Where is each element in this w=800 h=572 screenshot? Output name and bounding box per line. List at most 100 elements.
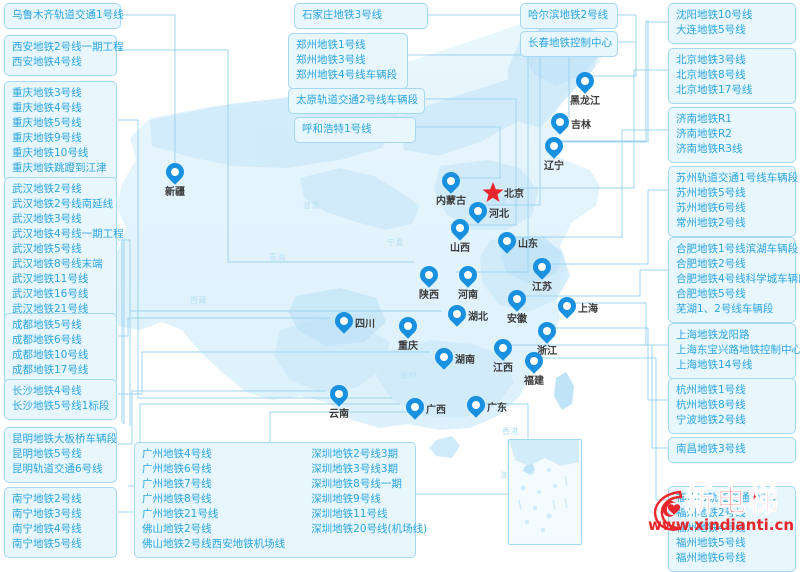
map-marker-label: 江西 [493,363,513,374]
info-box-xian[interactable]: 西安地铁2号线一期工程西安地铁4号线 [4,35,124,76]
province-label: 香港 [502,427,519,436]
map-marker-label: 新疆 [165,187,185,198]
info-box-line: 合肥地铁4号线科学城车辆段 [676,273,800,285]
info-box-harbin[interactable]: 哈尔滨地铁2号线 [520,3,618,29]
info-box-line: 长沙地铁4号线 [12,385,82,397]
map-marker-14[interactable]: 浙江 [534,318,560,357]
map-marker-label: 河南 [458,290,478,301]
info-box-hangzhou[interactable]: 杭州地铁1号线杭州地铁8号线宁波地铁2号线 [668,378,796,434]
map-marker-7[interactable]: 山东 [494,228,538,256]
info-box-line: 深圳地铁9号线 [311,493,381,505]
info-box-line: 西安地铁2号线一期工程 [12,41,124,53]
info-box-zhengzhou[interactable]: 郑州地铁1号线郑州地铁3号线郑州地铁4号线车辆段 [288,33,408,89]
info-box-hefei[interactable]: 合肥地铁1号线滨湖车辆段合肥地铁2号线合肥地铁4号线科学城车辆段合肥地铁5号线芜… [668,237,800,323]
info-box-shanghai[interactable]: 上海地铁龙阳路上海东宝兴路地铁控制中心上海地铁14号线 [668,323,800,379]
info-box-wuhan[interactable]: 武汉地铁2号线武汉地铁2号线南延线武汉地铁3号线武汉地铁4号线一期工程武汉地铁5… [4,177,124,323]
capital-beijing[interactable]: 北京 [482,182,524,207]
info-box-chengdu[interactable]: 成都地铁5号线成都地铁6号线成都地铁10号线成都地铁17号线 [4,313,117,384]
info-box-changchun[interactable]: 长春地铁控制中心 [520,31,618,57]
info-box-line: 成都地铁6号线 [12,334,82,346]
info-box-line: 福州地铁4号线 [676,522,746,534]
map-marker-8[interactable]: 江苏 [529,254,555,293]
map-marker-label: 广西 [426,405,446,416]
map-pin-icon [395,313,421,339]
info-box-urumqi[interactable]: 乌鲁木齐轨道交通1号线 [4,3,124,29]
map-marker-2[interactable]: 吉林 [547,109,591,137]
info-box-line: 福州地铁2号线 [676,507,746,519]
info-box-chongqing[interactable]: 重庆地铁3号线重庆地铁4号线重庆地铁5号线重庆地铁9号线重庆地铁10号线重庆地铁… [4,81,117,182]
info-box-shenyang[interactable]: 沈阳地铁10号线大连地铁5号线 [668,3,796,44]
map-marker-label: 陕西 [419,290,439,301]
map-pin-icon [162,159,188,185]
info-box-kunming[interactable]: 昆明地铁大板桥车辆段昆明地铁5号线昆明轨道交通6号线 [4,427,117,483]
map-marker-22[interactable]: 广东 [463,392,507,420]
info-box-line: 武汉地铁5号线 [12,243,82,255]
map-pin-icon [455,262,481,288]
info-box-line: 广州地铁21号线 [142,508,219,520]
watermark: 新电梯 www.xindianti.cn [648,485,800,544]
map-marker-6[interactable]: 山西 [447,215,473,254]
map-marker-19[interactable]: 福建 [521,348,547,387]
info-box-taiyuan[interactable]: 太原轨道交通2号线车辆段 [288,88,425,114]
map-marker-16[interactable]: 重庆 [395,313,421,352]
map-pin-icon [572,68,598,94]
info-box-line: 北京地铁3号线 [676,54,746,66]
province-label: 青海 [269,253,286,262]
info-box-shijiazhuang[interactable]: 石家庄地铁3号线 [294,3,428,29]
info-box-line: 沈阳地铁10号线 [676,9,753,21]
map-marker-11[interactable]: 安徽 [504,286,530,325]
info-box-guangzhou-shenzhen[interactable]: 广州地铁4号线广州地铁6号线广州地铁7号线广州地铁8号线广州地铁21号线佛山地铁… [134,442,427,558]
map-marker-15[interactable]: 四川 [331,308,375,336]
info-box-line: 杭州地铁8号线 [676,399,746,411]
map-marker-5[interactable]: 河北 [465,198,509,226]
info-box-line: 重庆地铁4号线 [12,102,82,114]
info-box-nanning[interactable]: 南宁地铁2号线南宁地铁3号线南宁地铁4号线南宁地铁5号线 [4,487,117,558]
info-box-line: 长春地铁控制中心 [528,37,612,49]
map-marker-18[interactable]: 江西 [490,335,516,374]
map-marker-9[interactable]: 陕西 [416,262,442,301]
map-pin-icon [402,394,428,420]
info-box-line: 郑州地铁1号线 [296,39,366,51]
inset-coast [509,440,579,466]
south-china-sea-inset [508,439,582,545]
info-box-line: 武汉地铁2号线 [12,183,82,195]
info-box-line: 合肥地铁2号线 [676,258,746,270]
map-pin-icon [331,308,357,334]
info-box-beijing[interactable]: 北京地铁3号线北京地铁8号线北京地铁17号线 [668,48,796,104]
info-box-line: 合肥地铁5号线 [676,288,746,300]
map-marker-label: 云南 [329,409,349,420]
info-box-line: 广州地铁8号线 [142,493,212,505]
map-pin-icon [438,168,464,194]
info-box-nanchang[interactable]: 南昌地铁3号线 [668,437,796,463]
map-marker-10[interactable]: 河南 [455,262,481,301]
map-marker-label: 上海 [578,304,598,315]
map-marker-0[interactable]: 新疆 [162,159,188,198]
map-marker-3[interactable]: 辽宁 [541,133,567,172]
map-marker-20[interactable]: 云南 [326,381,352,420]
info-box-line: 昆明地铁5号线 [12,448,82,460]
info-box-line: 宁波地铁2号线 [676,414,746,426]
brand-swirl-icon [653,490,683,531]
map-marker-17[interactable]: 湖南 [431,344,475,372]
map-pin-icon [521,348,547,374]
info-box-line: 长沙地铁5号线1标段 [12,400,110,412]
map-pin-icon [547,109,573,135]
info-box-changsha[interactable]: 长沙地铁4号线长沙地铁5号线1标段 [4,379,117,420]
info-box-line: 济南地铁R3线 [676,143,743,155]
info-box-line: 合肥地铁1号线滨湖车辆段 [676,243,799,255]
map-marker-label: 福建 [524,376,544,387]
map-marker-13[interactable]: 湖北 [444,301,488,329]
map-pin-icon [463,392,489,418]
map-marker-21[interactable]: 广西 [402,394,446,422]
map-pin-icon [447,215,473,241]
info-box-line: 西安地铁4号线 [12,56,82,68]
info-box-line: 成都地铁10号线 [12,349,89,361]
info-box-line: 北京地铁8号线 [676,69,746,81]
info-box-suzhou[interactable]: 苏州轨道交通1号线车辆段苏州地铁5号线苏州地铁6号线常州地铁2号线 [668,166,798,237]
map-marker-4[interactable]: 内蒙古 [436,168,466,207]
info-box-line: 苏州地铁6号线 [676,202,746,214]
map-marker-1[interactable]: 黑龙江 [570,68,600,107]
map-marker-12[interactable]: 上海 [554,293,598,321]
info-box-hohhot[interactable]: 呼和浩特1号线 [294,117,416,143]
